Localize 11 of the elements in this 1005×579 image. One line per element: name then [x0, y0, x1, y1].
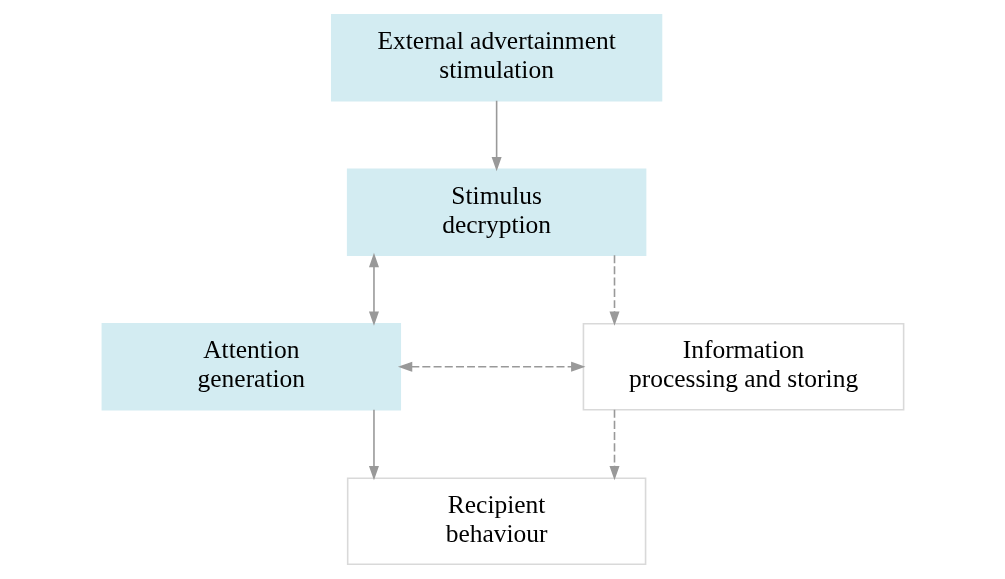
arrow: [491, 99, 502, 172]
arrow: [368, 409, 379, 481]
arrow: [397, 361, 585, 372]
node-box: External advertainment stimulation: [330, 13, 662, 102]
node-box: Recipient behaviour: [346, 477, 646, 566]
node-box: Information processing and storing: [582, 322, 904, 411]
arrow: [368, 252, 379, 326]
arrow: [608, 409, 620, 481]
node-box: Stimulus decryption: [346, 168, 646, 257]
node-box: Attention generation: [101, 322, 401, 411]
arrow: [608, 254, 620, 326]
